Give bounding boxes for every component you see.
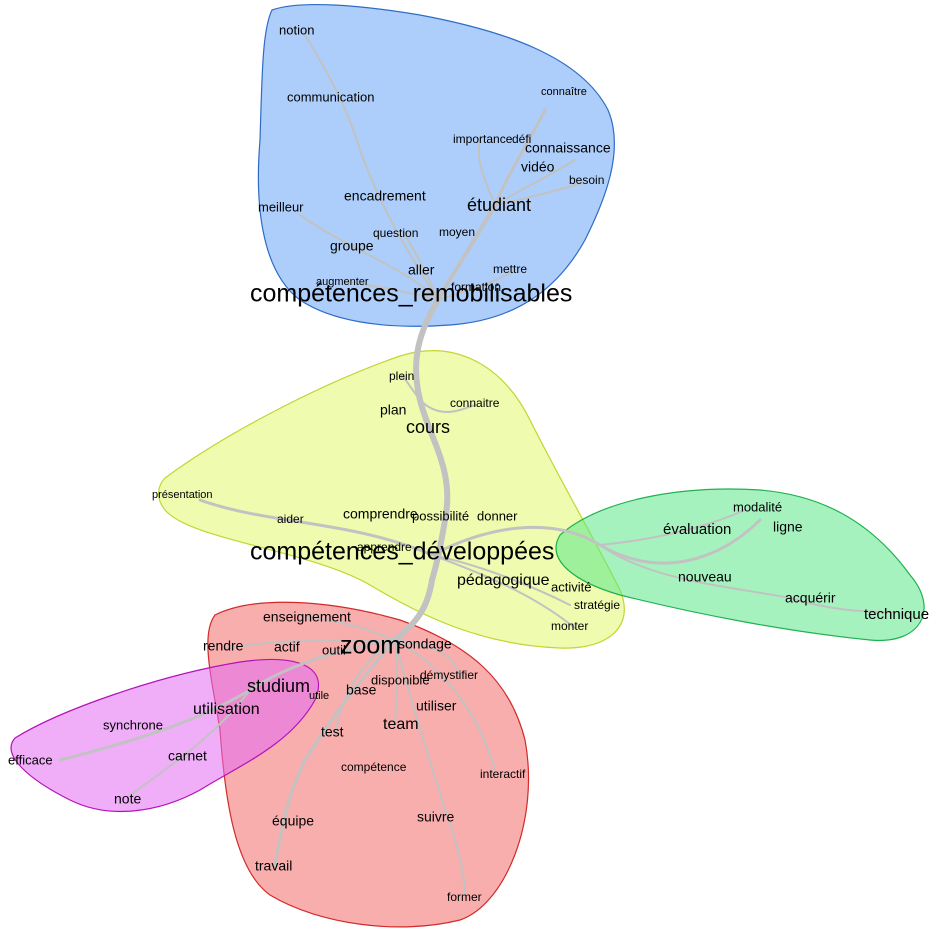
hub-label-zoom: zoom: [340, 632, 401, 660]
hub-label-utilisation: utilisation: [193, 701, 260, 718]
word-modalite: modalité: [733, 499, 782, 514]
word-activite: activité: [551, 579, 591, 594]
word-question: question: [373, 226, 418, 240]
word-nouveau: nouveau: [678, 569, 732, 585]
word-technique: technique: [864, 606, 929, 623]
cluster-halos: [10, 3, 925, 928]
graph-edges: [58, 34, 896, 896]
word-encadrement: encadrement: [344, 188, 426, 204]
hub-label-pedagogique: pédagogique: [457, 572, 550, 589]
word-defi: défi: [512, 132, 531, 146]
word-strategie: stratégie: [574, 598, 620, 612]
word-team: team: [383, 716, 419, 733]
hub-label-cours: cours: [406, 417, 450, 437]
word-mettre: mettre: [493, 262, 527, 276]
word-augmenter: augmenter: [316, 276, 369, 288]
word-test: test: [321, 724, 344, 740]
word-utiliser: utiliser: [416, 698, 457, 714]
word-disponible: disponible: [371, 672, 430, 687]
word-donner: donner: [477, 508, 518, 523]
word-interactif: interactif: [480, 767, 526, 781]
word-efficace: efficace: [8, 752, 53, 767]
word-importance: importance: [453, 132, 513, 146]
word-former: former: [447, 890, 482, 904]
word-groupe: groupe: [330, 238, 374, 254]
word-evaluation: évaluation: [663, 521, 731, 538]
word-communication: communication: [287, 89, 374, 104]
word-acquerir: acquérir: [785, 590, 836, 606]
word-travail: travail: [255, 858, 292, 874]
word-note: note: [114, 791, 141, 807]
word-formation: formation: [451, 280, 501, 294]
word-plein: plein: [389, 369, 414, 383]
cluster-halo-cours: [158, 350, 625, 649]
word-demystifier: démystifier: [420, 668, 478, 682]
word-equipe: équipe: [272, 813, 314, 829]
word-aider: aider: [277, 512, 304, 526]
word-apprendre: apprendre: [357, 540, 412, 554]
word-presentation: présentation: [152, 489, 213, 501]
hub-label-studium: studium: [247, 676, 310, 696]
graph-labels: compétences_remobilisables étudiant cour…: [8, 22, 929, 904]
word-carnet: carnet: [168, 748, 207, 764]
hub-label-developpees: compétences_développées: [250, 538, 554, 566]
word-ligne: ligne: [773, 519, 803, 535]
word-meilleur: meilleur: [258, 199, 304, 214]
cluster-halo-studium: [10, 659, 320, 813]
hub-label-etudiant: étudiant: [467, 195, 531, 215]
word-aller: aller: [408, 262, 435, 278]
word-moyen: moyen: [439, 225, 475, 239]
word-possibilite: possibilité: [412, 508, 469, 523]
word-comprendre: comprendre: [343, 506, 418, 522]
word-connaitre: connaître: [541, 86, 587, 98]
word-monter: monter: [551, 619, 588, 633]
word-outil: outil: [322, 642, 346, 657]
word-connaitre-cours: connaitre: [450, 396, 500, 410]
cluster-halo-remobilisables: [257, 3, 615, 327]
word-synchrone: synchrone: [103, 717, 163, 732]
word-competence: compétence: [341, 760, 407, 774]
word-plan: plan: [380, 402, 406, 418]
word-actif: actif: [274, 639, 300, 655]
cluster-halo-evaluation: [555, 488, 925, 642]
word-video: vidéo: [521, 159, 555, 175]
word-utile: utile: [309, 690, 329, 702]
word-connaissance: connaissance: [525, 140, 611, 156]
word-rendre: rendre: [203, 638, 244, 654]
hub-label-remobilisables: compétences_remobilisables: [250, 280, 572, 308]
word-enseignement: enseignement: [263, 609, 351, 625]
word-suivre: suivre: [417, 809, 455, 825]
word-besoin: besoin: [569, 173, 604, 187]
word-sondage: sondage: [398, 636, 452, 652]
word-base: base: [346, 682, 377, 698]
word-notion: notion: [279, 22, 314, 37]
